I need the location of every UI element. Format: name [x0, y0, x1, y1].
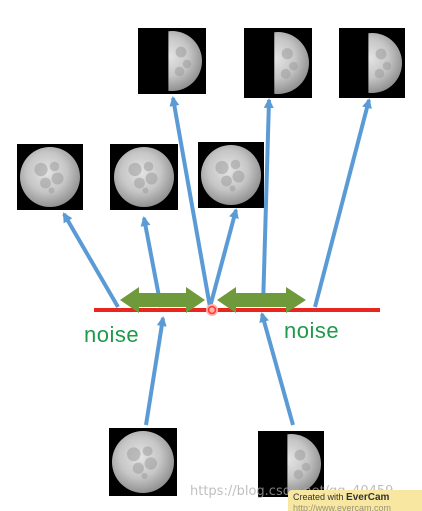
arrow-from-bottom-left — [144, 316, 167, 426]
center-point-core — [207, 305, 217, 315]
moon-top-2-tile — [244, 28, 312, 98]
arrow-to-top-right — [313, 98, 372, 308]
evercam-url: http://www.evercam.com — [293, 503, 392, 511]
evercam-badge: Created with EverCam http://www.evercam.… — [288, 490, 422, 511]
moons — [17, 28, 405, 497]
moon-mid-1-tile — [17, 144, 83, 210]
evercam-brand: EverCam — [346, 492, 390, 503]
moon-top-1-tile — [138, 28, 206, 94]
arrow-to-top-middle — [261, 98, 274, 308]
arrow-to-mid-left — [62, 212, 120, 309]
noise-label-right: noise — [284, 318, 340, 343]
moon-top-3-tile — [339, 28, 405, 98]
noise-double-arrow-left — [120, 287, 205, 313]
arrow-from-bottom-right — [259, 312, 295, 426]
noise-double-arrow-right — [217, 287, 306, 313]
arrows — [62, 96, 372, 426]
moon-bottom-left-tile — [109, 428, 177, 496]
evercam-prefix: Created with — [293, 492, 344, 502]
moon-mid-3-tile — [198, 142, 264, 208]
arrow-to-mid-center — [140, 216, 163, 308]
arrow-to-mid-right — [208, 208, 239, 308]
moon-bottom-right-tile — [258, 431, 324, 497]
arrow-to-top-left — [169, 96, 212, 308]
moon-mid-2-tile — [110, 144, 178, 210]
noise-label-left: noise — [84, 322, 140, 347]
